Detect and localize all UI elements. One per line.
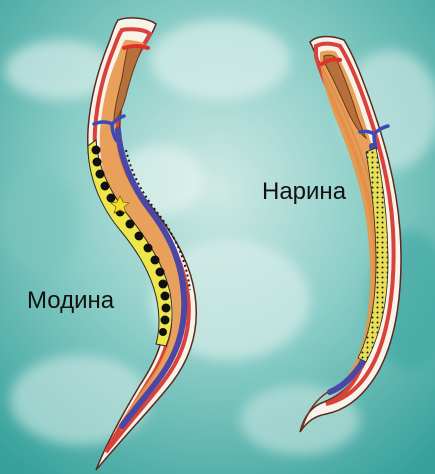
female-nerve-ring [124, 46, 148, 48]
male-label: Нарина [262, 180, 346, 204]
female-label: Модина [27, 289, 114, 313]
